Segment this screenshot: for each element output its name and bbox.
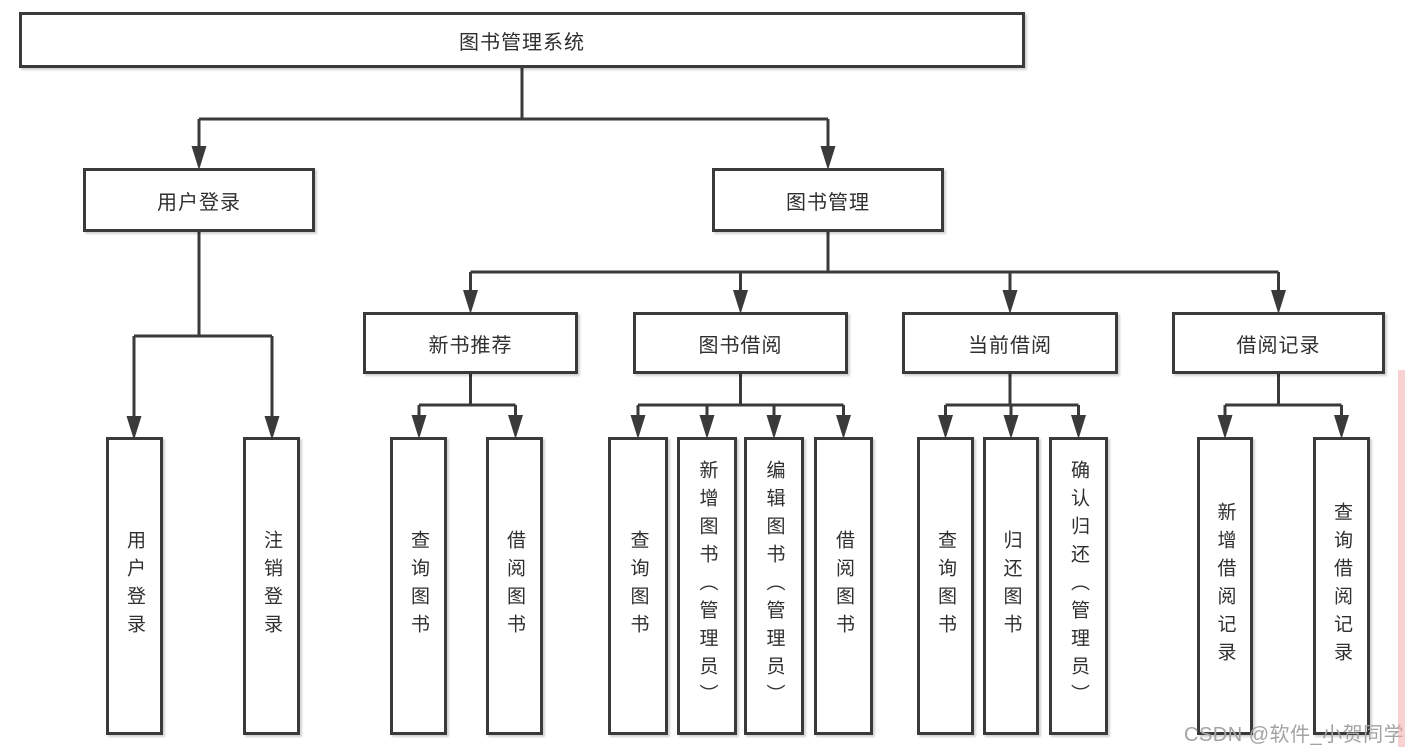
leaf-current-confirm-return-admin: 确认归还（管理员） xyxy=(1049,437,1108,735)
watermark-accent-strip xyxy=(1398,370,1405,747)
node-current-borrow: 当前借阅 xyxy=(902,312,1118,374)
leaf-label: 用户登录 xyxy=(124,530,145,642)
leaf-logout: 注销登录 xyxy=(243,437,300,735)
arrowheads xyxy=(126,146,1349,440)
leaf-borrow-add-books-admin: 新增图书（管理员） xyxy=(677,437,737,735)
watermark: CSDN @软件_小贺同学 xyxy=(1184,724,1405,746)
leaf-recommend-query-books: 查询图书 xyxy=(390,437,447,735)
node-borrow-records: 借阅记录 xyxy=(1172,312,1385,374)
leaf-label: 查询图书 xyxy=(408,530,429,642)
leaf-label: 编辑图书（管理员） xyxy=(763,460,785,712)
node-user-login: 用户登录 xyxy=(83,168,315,232)
leaf-records-add-record: 新增借阅记录 xyxy=(1197,437,1253,735)
leaf-label: 查询图书 xyxy=(935,530,956,642)
leaf-user-login: 用户登录 xyxy=(106,437,163,735)
connector-book-management-to-modules xyxy=(469,232,1280,294)
connector-root-to-level1 xyxy=(197,68,830,150)
connector-records-to-leaves xyxy=(1223,373,1343,419)
leaf-label: 注销登录 xyxy=(261,530,282,642)
leaf-label: 新增借阅记录 xyxy=(1214,502,1236,670)
node-root-system: 图书管理系统 xyxy=(19,12,1025,68)
leaf-current-query-books: 查询图书 xyxy=(917,437,974,735)
node-book-management: 图书管理 xyxy=(712,168,944,232)
leaf-label: 借阅图书 xyxy=(833,530,854,642)
connector-borrow-to-leaves xyxy=(636,373,845,419)
leaf-borrow-borrow-books: 借阅图书 xyxy=(814,437,873,735)
connector-current-to-leaves xyxy=(944,373,1080,419)
node-new-book-recommend: 新书推荐 xyxy=(363,312,578,374)
connector-recommend-to-leaves xyxy=(417,373,517,419)
connector-user-login-to-leaves xyxy=(132,232,274,420)
leaf-borrow-edit-books-admin: 编辑图书（管理员） xyxy=(744,437,804,735)
leaf-records-query-record: 查询借阅记录 xyxy=(1313,437,1370,735)
leaf-label: 查询图书 xyxy=(627,530,649,642)
leaf-current-return-books: 归还图书 xyxy=(983,437,1039,735)
leaf-label: 新增图书（管理员） xyxy=(696,460,718,712)
leaf-label: 借阅图书 xyxy=(504,530,525,642)
leaf-label: 确认归还（管理员） xyxy=(1068,460,1089,712)
leaf-recommend-borrow-books: 借阅图书 xyxy=(486,437,543,735)
leaf-label: 归还图书 xyxy=(1000,530,1022,642)
leaf-label: 查询借阅记录 xyxy=(1331,502,1352,670)
node-book-borrow: 图书借阅 xyxy=(633,312,848,374)
leaf-borrow-query-books: 查询图书 xyxy=(608,437,668,735)
